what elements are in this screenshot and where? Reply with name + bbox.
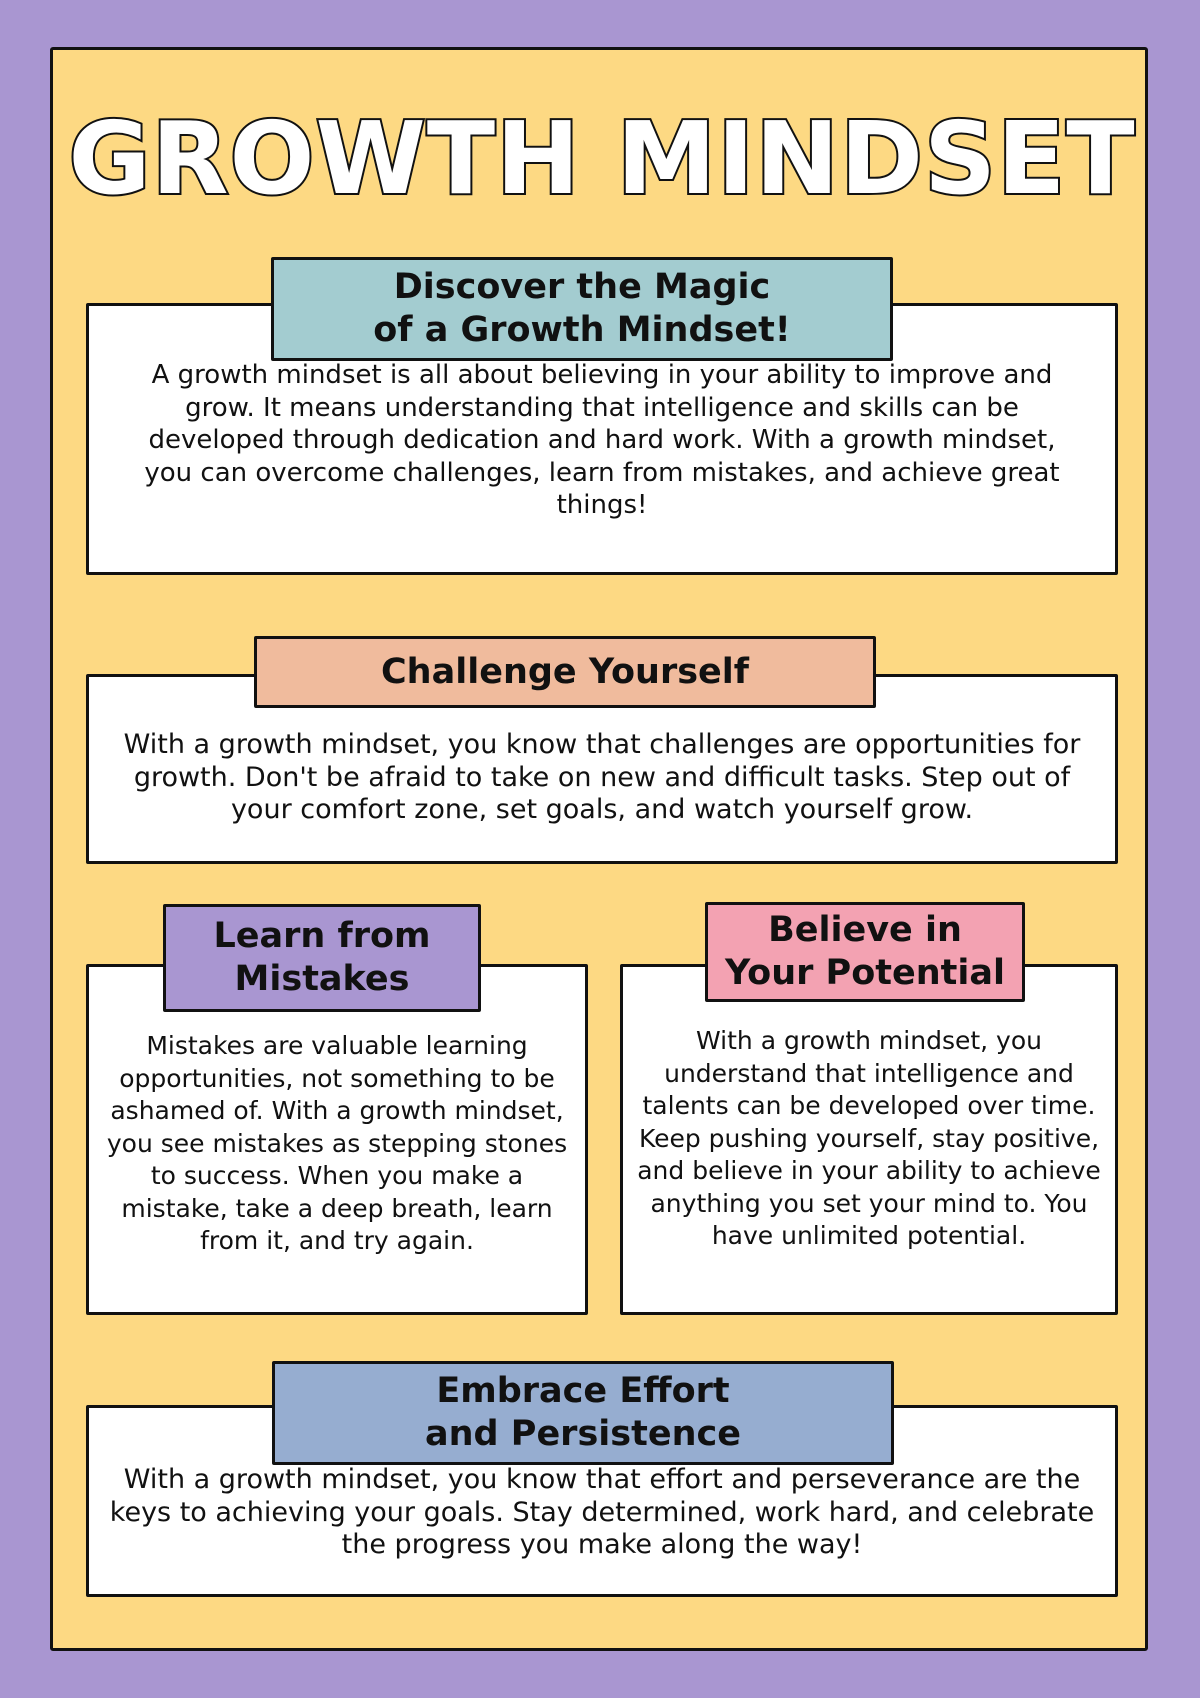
discover-heading-tab: Discover the Magic of a Growth Mindset! (271, 257, 893, 361)
mistakes-heading: Learn from Mistakes (213, 916, 431, 999)
challenge-body: With a growth mindset, you know that cha… (123, 729, 1081, 825)
effort-heading: Embrace Effort and Persistence (425, 1371, 741, 1454)
mistakes-card: Mistakes are valuable learning opportuni… (86, 964, 588, 1315)
effort-card: With a growth mindset, you know that eff… (86, 1405, 1118, 1597)
potential-heading-tab: Believe in Your Potential (705, 902, 1025, 1002)
discover-body: A growth mindset is all about believing … (144, 360, 1060, 520)
effort-heading-tab: Embrace Effort and Persistence (272, 1361, 894, 1465)
discover-heading: Discover the Magic of a Growth Mindset! (373, 267, 791, 350)
poster-card: GROWTH MINDSET A growth mindset is all a… (50, 47, 1148, 1651)
mistakes-body: Mistakes are valuable learning opportuni… (106, 1031, 568, 1255)
potential-heading: Believe in Your Potential (725, 910, 1005, 993)
effort-body: With a growth mindset, you know that eff… (109, 1464, 1095, 1560)
potential-body: With a growth mindset, you understand th… (637, 1026, 1101, 1250)
mistakes-heading-tab: Learn from Mistakes (163, 904, 481, 1012)
challenge-card: With a growth mindset, you know that cha… (86, 674, 1118, 864)
potential-card: With a growth mindset, you understand th… (620, 964, 1118, 1315)
challenge-heading: Challenge Yourself (381, 651, 749, 692)
poster-title: GROWTH MINDSET (66, 100, 1136, 217)
challenge-heading-tab: Challenge Yourself (254, 636, 876, 708)
